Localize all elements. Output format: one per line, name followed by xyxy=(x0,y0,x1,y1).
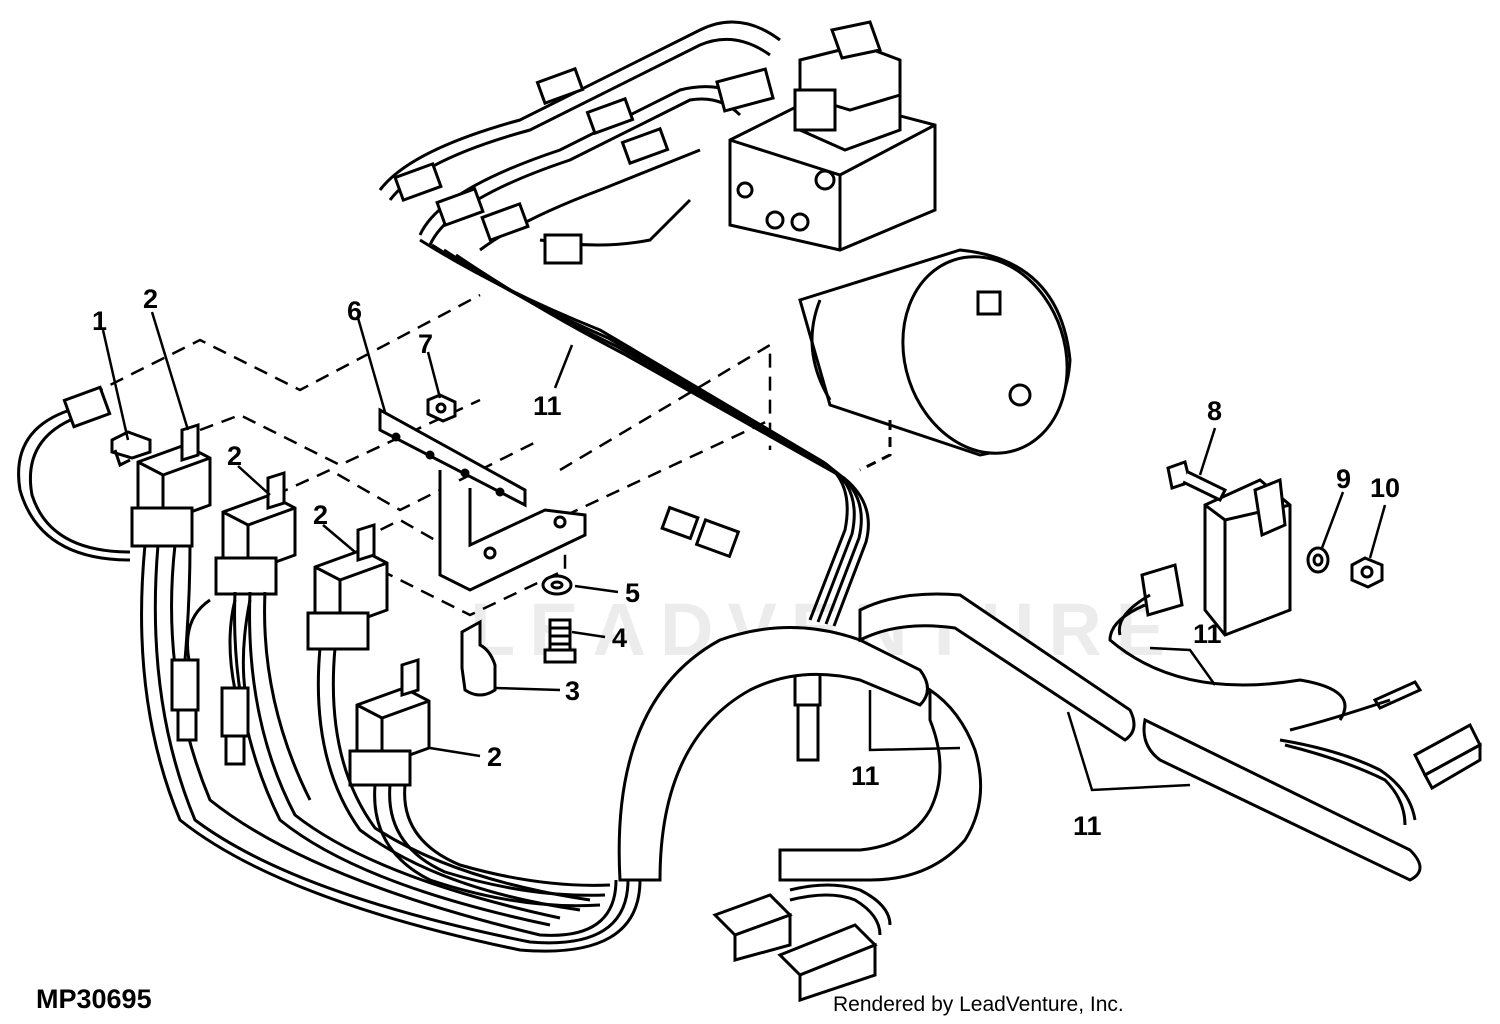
callout-3: 3 xyxy=(565,676,580,706)
washer-and-bolt xyxy=(541,574,577,664)
right-harness-wires xyxy=(1108,593,1417,826)
callout-10: 10 xyxy=(1370,473,1400,503)
lower-connectors xyxy=(712,883,892,1003)
upper-connectors xyxy=(393,66,837,265)
corrugated-loom xyxy=(617,592,1422,882)
callout-1: 1 xyxy=(92,306,107,336)
callout-labels: 1 2 2 2 2 3 4 5 6 7 8 9 10 11 11 11 11 xyxy=(92,284,1400,841)
callout-8: 8 xyxy=(1207,396,1222,426)
callout-11-c: 11 xyxy=(1073,811,1102,841)
callout-4: 4 xyxy=(612,623,627,653)
callout-2-c: 2 xyxy=(313,500,328,530)
callout-11-b: 11 xyxy=(851,761,880,791)
screw-part-1 xyxy=(110,430,152,468)
mounting-bracket xyxy=(378,407,587,592)
render-credit: Rendered by LeadVenture, Inc. xyxy=(833,993,1124,1016)
nut-part-7 xyxy=(426,393,457,423)
drawing-id-label: MP30695 xyxy=(36,984,152,1014)
leader-lines xyxy=(101,311,1387,792)
relay-wiring xyxy=(17,408,642,953)
callout-6: 6 xyxy=(347,296,362,326)
callout-2-b: 2 xyxy=(227,441,242,471)
callout-7: 7 xyxy=(418,329,433,359)
callout-11-a: 11 xyxy=(533,391,562,421)
callout-5: 5 xyxy=(625,578,640,608)
hydraulic-pump-assembly xyxy=(728,20,1072,472)
hose-clamp xyxy=(460,619,497,697)
upper-harness-loop xyxy=(378,20,781,252)
sensor-bracket-assembly xyxy=(1140,460,1482,791)
callout-2-a: 2 xyxy=(143,284,158,314)
main-harness-trunk xyxy=(419,238,870,627)
callout-9: 9 xyxy=(1336,464,1351,494)
callout-11-d: 11 xyxy=(1193,619,1222,649)
relays xyxy=(130,422,431,787)
callout-2-d: 2 xyxy=(487,742,502,772)
